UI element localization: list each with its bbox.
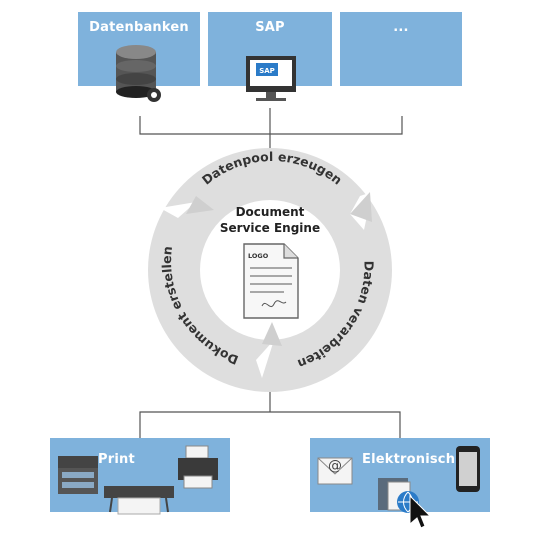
monitor-screen-text: SAP (259, 67, 275, 75)
cursor-icon (409, 494, 432, 529)
source-box-more: ... (340, 12, 462, 86)
center-title-line1: Document (236, 205, 305, 219)
signature-icon (261, 300, 287, 308)
svg-text:@: @ (328, 458, 342, 474)
monitor-icon: SAP (246, 56, 296, 101)
database-gear-icon (116, 45, 161, 102)
source-connector (139, 108, 403, 150)
output-label-print: Print (98, 452, 135, 467)
cycle-arrow-icon (186, 196, 214, 214)
source-label-more: ... (393, 20, 409, 35)
ring-separator (160, 202, 196, 218)
source-label-databases: Datenbanken (89, 20, 189, 35)
large-format-printer-icon (104, 486, 174, 515)
output-label-electronic: Elektronisch (362, 452, 456, 467)
document-logo-text: LOGO (248, 252, 269, 260)
cycle-arrow-icon (262, 322, 282, 346)
copier-icon (58, 456, 98, 494)
center-title-line2: Service Engine (220, 221, 320, 235)
desktop-printer-icon (178, 445, 218, 489)
smartphone-icon (456, 446, 480, 492)
source-label-sap: SAP (255, 20, 285, 35)
document-icon: LOGO (243, 243, 299, 319)
email-envelope-icon: @ (317, 457, 353, 485)
ring-separator (256, 340, 274, 378)
cycle-arrow-icon (350, 192, 372, 222)
output-connector (139, 392, 401, 438)
